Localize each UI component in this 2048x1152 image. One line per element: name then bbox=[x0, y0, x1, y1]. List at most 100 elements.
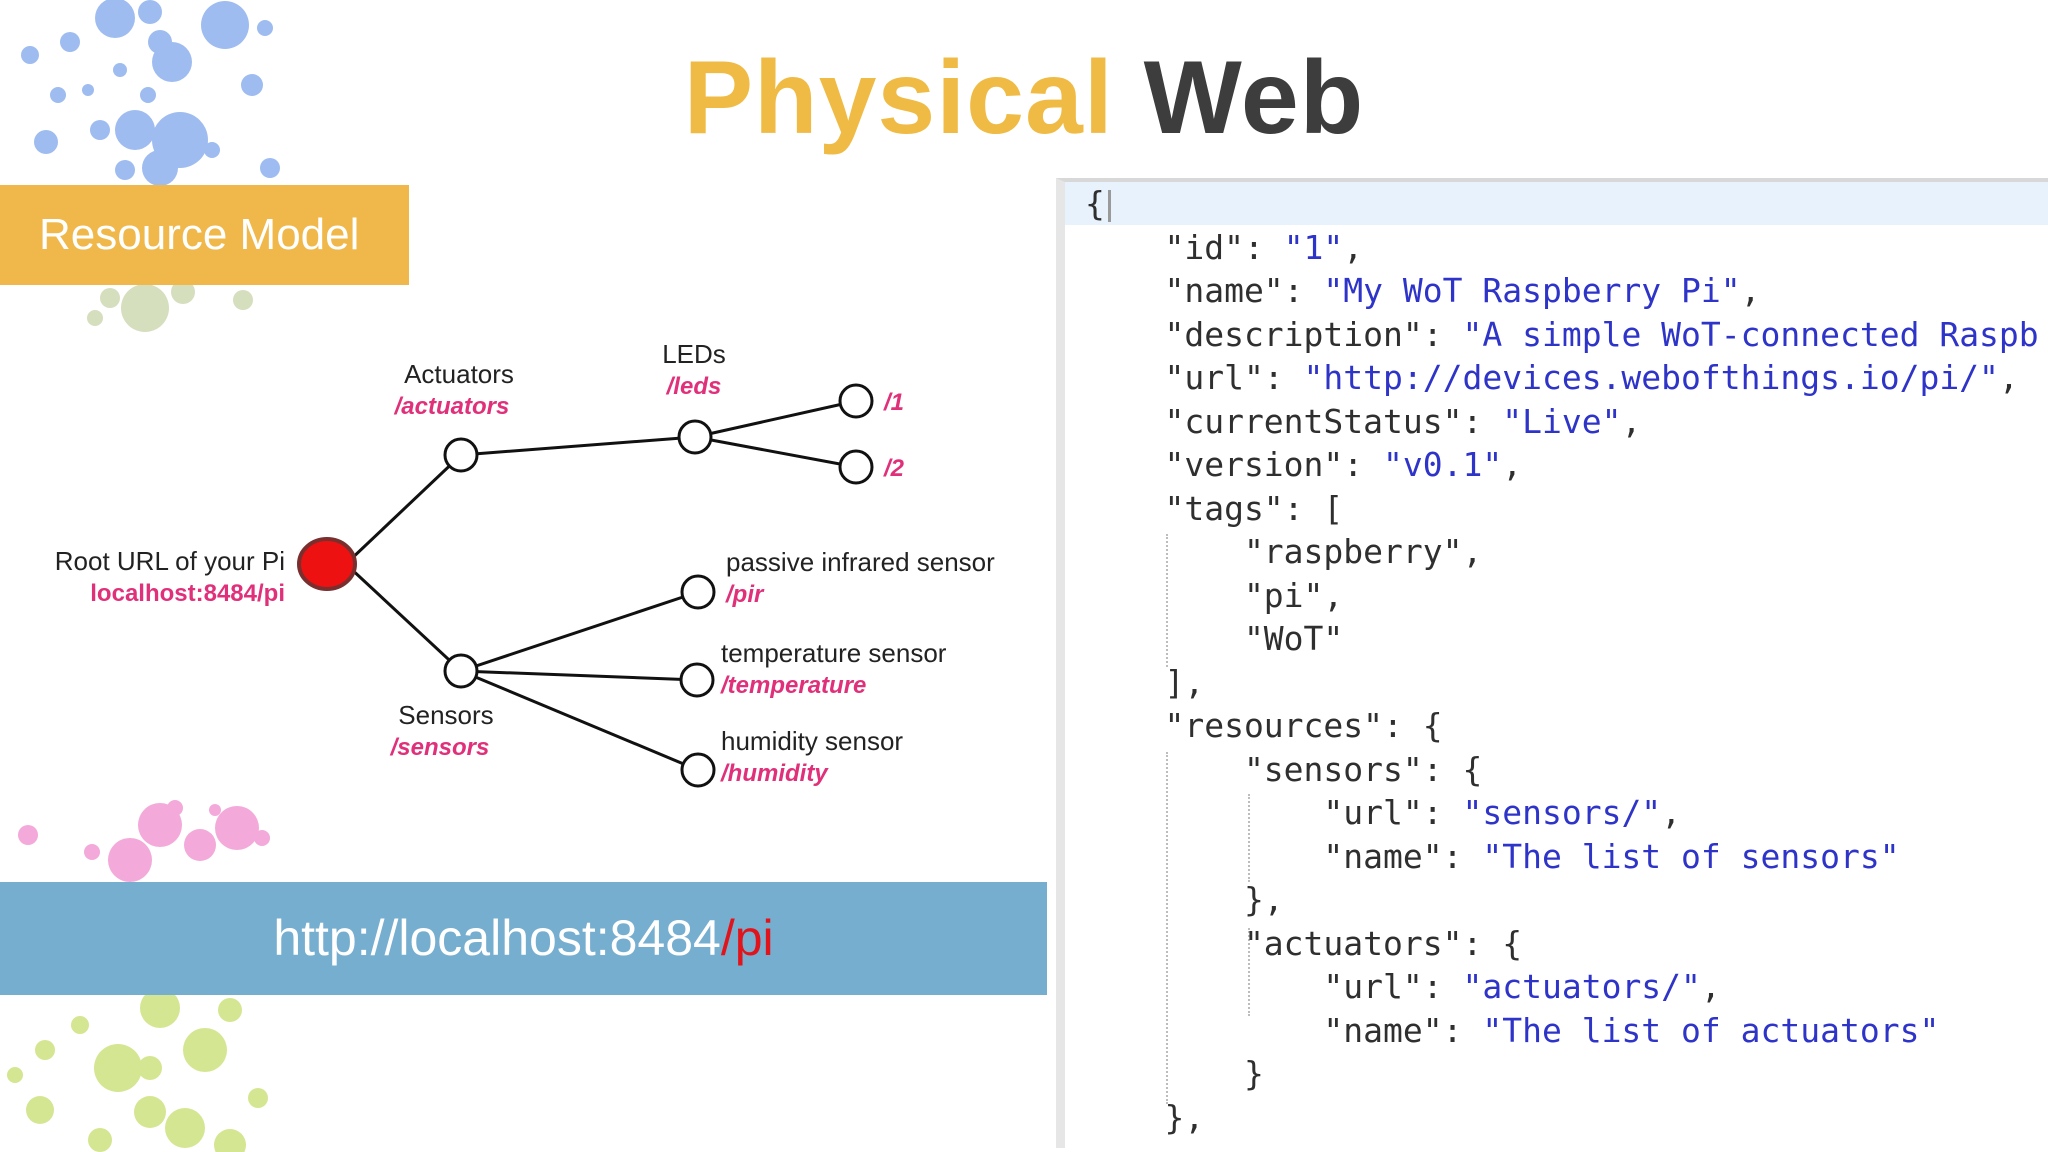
code-line: "resources": { bbox=[1085, 706, 1443, 745]
title-word-web: Web bbox=[1143, 40, 1365, 156]
code-string-token: "v0.1" bbox=[1383, 445, 1503, 484]
node-led-1 bbox=[838, 383, 874, 419]
code-token: , bbox=[1621, 401, 1642, 441]
indent-guide bbox=[1166, 534, 1168, 667]
code-string-token: "Live" bbox=[1502, 401, 1622, 441]
code-string-token: "sensors/" bbox=[1462, 793, 1662, 832]
code-line: "url": "sensors/", bbox=[1085, 793, 1681, 832]
current-line-highlight bbox=[1065, 182, 2048, 225]
code-token: "version": bbox=[1085, 445, 1384, 484]
code-token: "currentStatus": bbox=[1085, 401, 1503, 441]
code-line: "name": "The list of sensors" bbox=[1085, 836, 1900, 876]
code-token: "tags": [ bbox=[1085, 488, 1344, 528]
code-token: }, bbox=[1085, 1097, 1205, 1137]
title-word-physical: Physical bbox=[683, 40, 1114, 156]
code-line: "sensors": { bbox=[1085, 750, 1482, 789]
actuators-path: /actuators bbox=[394, 393, 510, 420]
sensors-path: /sensors bbox=[390, 734, 490, 761]
root-path: localhost:8484/pi bbox=[90, 580, 285, 607]
code-line: } bbox=[1085, 1054, 1264, 1093]
code-line: "currentStatus": "Live", bbox=[1085, 402, 1641, 441]
code-string-token: "1" bbox=[1283, 227, 1344, 267]
code-token: "url": bbox=[1085, 793, 1463, 832]
node-temperature bbox=[679, 662, 715, 698]
code-string-token: "The list of sensors" bbox=[1482, 836, 1900, 876]
code-line: { bbox=[1085, 184, 1105, 223]
code-string-token: "A simple WoT-connected Raspb bbox=[1462, 314, 2039, 354]
node-sensors bbox=[443, 653, 479, 689]
code-line: "id": "1", bbox=[1085, 228, 1363, 267]
code-token: { bbox=[1085, 184, 1105, 223]
pir-path: /pir bbox=[725, 581, 765, 608]
node-pir bbox=[680, 574, 716, 610]
code-token: , bbox=[1343, 227, 1364, 267]
code-token: "name": bbox=[1085, 1010, 1483, 1050]
indent-guide bbox=[1166, 752, 1168, 1104]
code-line: "tags": [ bbox=[1085, 489, 1343, 528]
node-led-2 bbox=[838, 449, 874, 485]
code-token: } bbox=[1085, 1054, 1264, 1093]
code-line: "pi", bbox=[1085, 576, 1343, 615]
code-string-token: "actuators/" bbox=[1462, 967, 1701, 1006]
code-token: }, bbox=[1085, 880, 1284, 919]
code-line: "actuators": { bbox=[1085, 924, 1522, 963]
leds-label: LEDs bbox=[662, 339, 726, 369]
humidity-label: humidity sensor bbox=[721, 726, 903, 756]
leds-path: /leds bbox=[666, 373, 722, 400]
temperature-path: /temperature bbox=[720, 672, 866, 699]
section-label-resource-model: Resource Model bbox=[0, 185, 409, 285]
sensors-label: Sensors bbox=[398, 700, 493, 730]
node-humidity bbox=[680, 752, 716, 788]
root-url-bar: http://localhost:8484/pi bbox=[0, 882, 1047, 995]
root-label: Root URL of your Pi bbox=[55, 546, 285, 576]
code-token: "sensors": { bbox=[1085, 749, 1483, 789]
code-token: "resources": { bbox=[1085, 706, 1443, 745]
led-2-path: /2 bbox=[883, 455, 905, 482]
indent-guide bbox=[1248, 794, 1250, 882]
code-token: "url": bbox=[1085, 358, 1304, 397]
code-line: }, bbox=[1085, 1098, 1204, 1137]
actuators-label: Actuators bbox=[404, 359, 514, 389]
json-code-panel: { "id": "1", "name": "My WoT Raspberry P… bbox=[1056, 178, 2048, 1148]
code-token: , bbox=[1740, 271, 1761, 310]
code-line: "url": "http://devices.webofthings.io/pi… bbox=[1085, 358, 2019, 397]
code-line: ], bbox=[1085, 663, 1204, 702]
code-token: ], bbox=[1085, 662, 1205, 702]
code-token: "name": bbox=[1085, 271, 1324, 310]
code-token: "name": bbox=[1085, 836, 1483, 876]
code-string-token: "The list of actuators" bbox=[1482, 1010, 1940, 1050]
code-token: "raspberry", bbox=[1085, 532, 1483, 571]
temperature-label: temperature sensor bbox=[721, 638, 947, 668]
code-line: "url": "actuators/", bbox=[1085, 967, 1721, 1006]
url-suffix: /pi bbox=[720, 910, 774, 966]
text-cursor bbox=[1108, 190, 1111, 222]
code-token: "WoT" bbox=[1085, 619, 1344, 658]
code-line: "version": "v0.1", bbox=[1085, 445, 1522, 484]
pir-label: passive infrared sensor bbox=[726, 547, 995, 577]
node-leds bbox=[677, 419, 713, 455]
code-token: , bbox=[1700, 967, 1721, 1006]
code-token: "pi", bbox=[1085, 575, 1344, 615]
code-string-token: "http://devices.webofthings.io/pi/" bbox=[1303, 358, 1999, 397]
node-root-pi bbox=[297, 537, 357, 591]
code-line: "description": "A simple WoT-connected R… bbox=[1085, 314, 2039, 354]
code-token: , bbox=[1502, 445, 1523, 484]
humidity-path: /humidity bbox=[720, 760, 829, 787]
url-base: http://localhost:8484 bbox=[273, 910, 721, 966]
code-line: "name": "My WoT Raspberry Pi", bbox=[1085, 271, 1761, 310]
code-token: "actuators": { bbox=[1085, 923, 1523, 963]
code-token: "id": bbox=[1085, 227, 1284, 267]
code-line: "WoT" bbox=[1085, 619, 1343, 658]
indent-guide bbox=[1248, 928, 1250, 1016]
json-code: { "id": "1", "name": "My WoT Raspberry P… bbox=[1085, 182, 2039, 1139]
code-line: }, bbox=[1085, 880, 1284, 919]
page-title: Physical Web bbox=[0, 38, 2048, 158]
code-token: "url": bbox=[1085, 967, 1463, 1006]
node-actuators bbox=[443, 437, 479, 473]
code-string-token: "My WoT Raspberry Pi" bbox=[1323, 271, 1741, 310]
code-line: "name": "The list of actuators" bbox=[1085, 1011, 1939, 1050]
led-1-path: /1 bbox=[883, 389, 904, 416]
code-token: , bbox=[1998, 358, 2019, 397]
code-token: , bbox=[1661, 793, 1682, 832]
code-line: "raspberry", bbox=[1085, 532, 1482, 571]
